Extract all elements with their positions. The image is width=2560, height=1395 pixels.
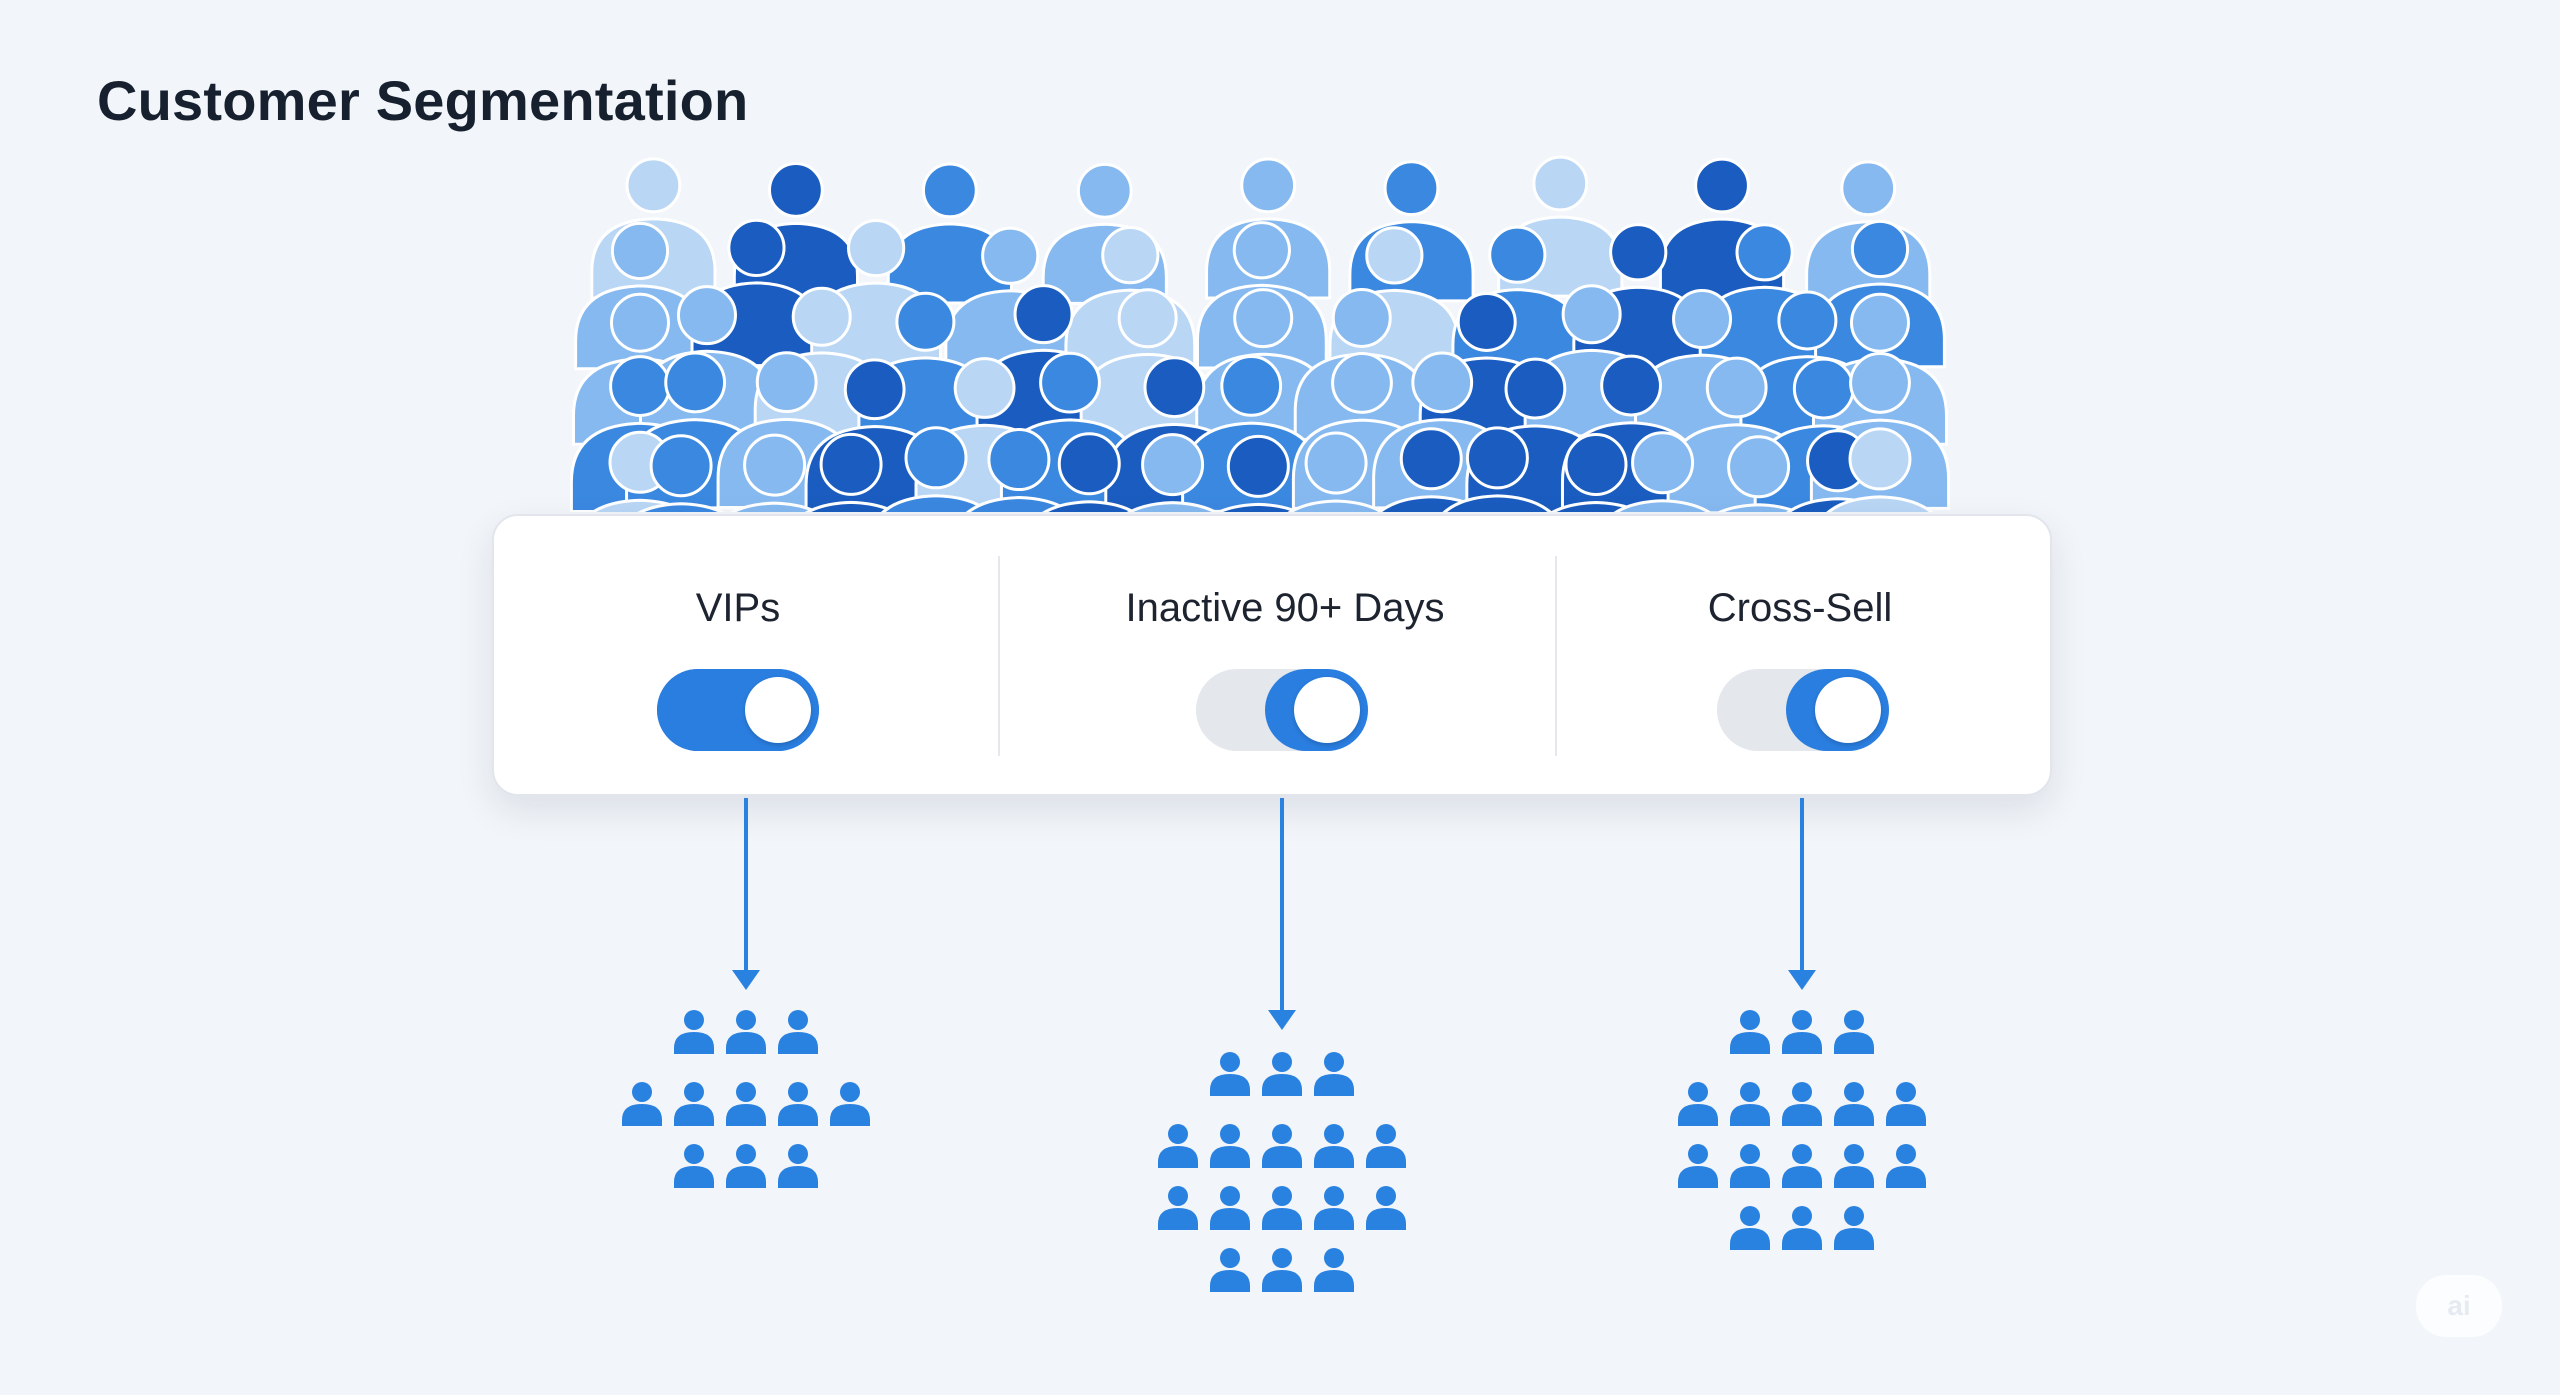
panel-divider-1 — [998, 556, 1000, 756]
segment-person-icon — [778, 1144, 818, 1188]
segment-person-icon — [1834, 1144, 1874, 1188]
segment-label-cross-sell: Cross-Sell — [1707, 586, 1893, 630]
watermark-logo: ai — [2416, 1275, 2502, 1337]
segment-person-icon — [1782, 1144, 1822, 1188]
segment-person-icon — [1834, 1082, 1874, 1126]
segment-flows — [622, 798, 1926, 1292]
cross-sell-toggle[interactable] — [1717, 669, 1889, 751]
segment-person-icon — [1782, 1206, 1822, 1250]
segment-person-icon — [1730, 1082, 1770, 1126]
segment-person-icon — [1262, 1124, 1302, 1168]
segment-person-icon — [1730, 1010, 1770, 1054]
segment-person-icon — [1210, 1124, 1250, 1168]
segment-person-icon — [674, 1010, 714, 1054]
arrow-down-icon — [1788, 970, 1816, 990]
segment-person-icon — [1314, 1124, 1354, 1168]
segment-person-icon — [726, 1010, 766, 1054]
arrow-down-icon — [1268, 1010, 1296, 1030]
segment-person-icon — [1314, 1186, 1354, 1230]
segment-person-icon — [1834, 1206, 1874, 1250]
segment-person-icon — [674, 1082, 714, 1126]
panel-divider-2 — [1555, 556, 1557, 756]
segment-person-icon — [1678, 1082, 1718, 1126]
inactive-toggle-knob — [1294, 677, 1360, 743]
segment-person-icon — [1314, 1052, 1354, 1096]
crowd-illustration — [0, 155, 2560, 530]
segment-person-icon — [726, 1082, 766, 1126]
vips-toggle[interactable] — [657, 669, 819, 751]
segment-person-icon — [1886, 1082, 1926, 1126]
segment-person-icon — [1366, 1124, 1406, 1168]
segment-person-icon — [1262, 1248, 1302, 1292]
segment-person-icon — [1158, 1186, 1198, 1230]
segment-person-icon — [830, 1082, 870, 1126]
segment-person-icon — [1886, 1144, 1926, 1188]
segment-person-icon — [1158, 1124, 1198, 1168]
segment-toggle-panel: VIPs Inactive 90+ Days Cross-Sell — [492, 514, 2052, 796]
segment-person-icon — [1314, 1248, 1354, 1292]
segment-person-icon — [1262, 1052, 1302, 1096]
segment-group-cross_sell — [1678, 798, 1926, 1250]
segment-person-icon — [674, 1144, 714, 1188]
vips-toggle-knob — [745, 677, 811, 743]
inactive-90-days-toggle[interactable] — [1196, 669, 1368, 751]
segment-person-icon — [778, 1010, 818, 1054]
cross-sell-toggle-knob — [1815, 677, 1881, 743]
segment-person-icon — [1262, 1186, 1302, 1230]
segment-person-icon — [778, 1082, 818, 1126]
page-title: Customer Segmentation — [97, 69, 749, 132]
segment-person-icon — [1834, 1010, 1874, 1054]
segment-person-icon — [1210, 1248, 1250, 1292]
segment-person-icon — [1210, 1052, 1250, 1096]
segment-person-icon — [726, 1144, 766, 1188]
segment-person-icon — [1678, 1144, 1718, 1188]
segment-label-inactive: Inactive 90+ Days — [1125, 586, 1445, 630]
segment-label-vips: VIPs — [695, 586, 781, 630]
crowd-person-icon — [1348, 160, 1475, 303]
arrow-down-icon — [732, 970, 760, 990]
segment-person-icon — [1782, 1082, 1822, 1126]
segment-person-icon — [1366, 1186, 1406, 1230]
segment-person-icon — [1730, 1206, 1770, 1250]
segment-group-vips — [622, 798, 870, 1188]
segment-person-icon — [1730, 1144, 1770, 1188]
segment-group-inactive — [1158, 798, 1406, 1292]
segment-person-icon — [622, 1082, 662, 1126]
segment-person-icon — [1782, 1010, 1822, 1054]
segment-person-icon — [1210, 1186, 1250, 1230]
